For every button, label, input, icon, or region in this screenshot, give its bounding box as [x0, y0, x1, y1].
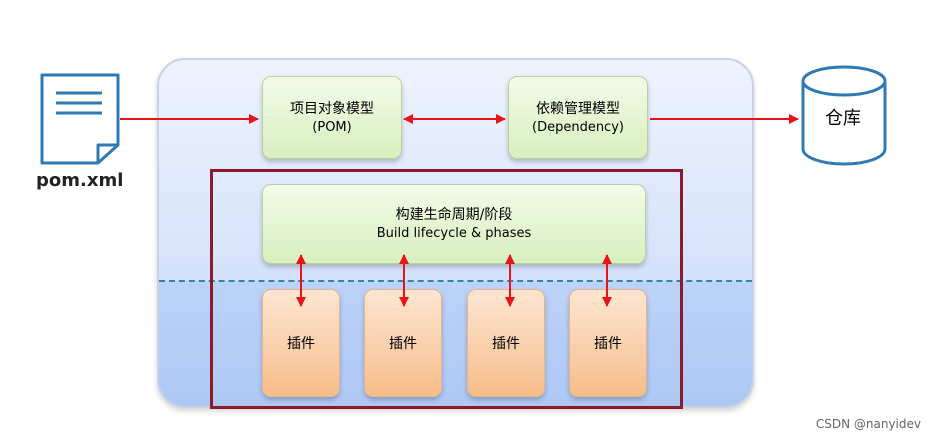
- container-lower-section: [159, 281, 752, 406]
- pom-xml-label: pom.xml: [36, 170, 124, 191]
- lifecycle-box: 构建生命周期/阶段 Build lifecycle & phases: [262, 184, 646, 264]
- dependency-model-subtitle: (Dependency): [532, 119, 624, 135]
- plugin-box-1: 插件: [262, 289, 340, 397]
- database-icon: [801, 65, 887, 171]
- lifecycle-subtitle: Build lifecycle & phases: [376, 226, 532, 241]
- pom-model-box: 项目对象模型 (POM): [262, 76, 402, 159]
- watermark: CSDN @nanyidev: [815, 417, 921, 431]
- plugin-box-2: 插件: [364, 289, 442, 397]
- build-frame: [210, 169, 683, 409]
- dependency-model-box: 依赖管理模型 (Dependency): [508, 76, 648, 159]
- dependency-model-title: 依赖管理模型: [536, 100, 620, 117]
- repository-label: 仓库: [825, 108, 861, 129]
- pom-model-title: 项目对象模型: [290, 100, 374, 117]
- plugin-box-4: 插件: [569, 289, 647, 397]
- plugin-label: 插件: [594, 336, 622, 352]
- document-icon: [40, 73, 122, 169]
- plugin-label: 插件: [287, 336, 315, 352]
- lifecycle-title: 构建生命周期/阶段: [395, 207, 513, 223]
- dashed-divider: [159, 280, 752, 282]
- plugin-label: 插件: [389, 336, 417, 352]
- plugin-box-3: 插件: [467, 289, 545, 397]
- plugin-label: 插件: [492, 336, 520, 352]
- pom-model-subtitle: (POM): [312, 119, 352, 135]
